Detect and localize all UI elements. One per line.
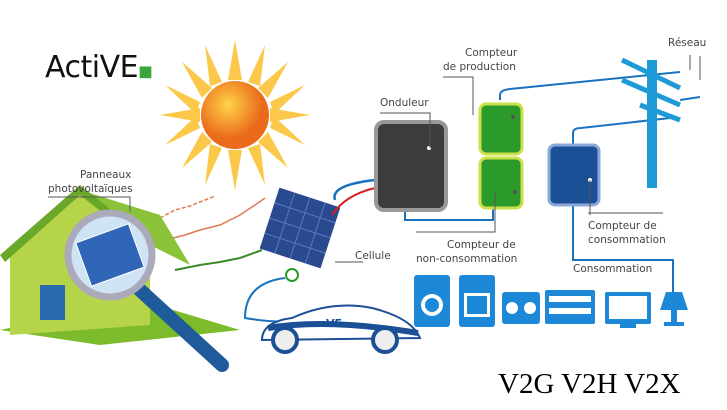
- footer-title: V2G V2H V2X: [498, 368, 681, 400]
- production-meter-icon: [478, 102, 524, 156]
- car-badge: VE: [326, 317, 343, 330]
- inverter-icon: [374, 120, 448, 212]
- logo: ActiVE◼: [45, 50, 153, 85]
- sun-icon: [160, 40, 310, 190]
- consumption-meter-icon: [547, 143, 601, 207]
- lamp-icon: [660, 292, 688, 326]
- label-consommation: Consommation: [573, 263, 653, 275]
- appliances-icons: [414, 275, 688, 328]
- tv-icon: [605, 292, 651, 328]
- power-pole-icon: [620, 57, 682, 188]
- label-consumption-meter-1: Compteur de: [588, 220, 657, 232]
- solar-cell-icon: [259, 187, 341, 269]
- non-consumption-meter-icon: [478, 156, 524, 210]
- label-production-meter-1: Compteur: [465, 47, 518, 59]
- label-non-consumption-2: non-consommation: [416, 253, 518, 265]
- label-onduleur: Onduleur: [380, 97, 429, 109]
- magnifier-icon: [64, 209, 229, 372]
- electric-car-icon: [243, 268, 422, 354]
- washing-machine-icon: [414, 275, 450, 327]
- plug-icon: ◼: [138, 61, 153, 82]
- label-panneaux-2: photovoltaïques: [48, 183, 133, 195]
- label-reseau: Réseau: [668, 37, 707, 49]
- label-panneaux-1: Panneaux: [80, 169, 132, 181]
- hifi-icon: [545, 290, 595, 324]
- stereo-icon: [502, 292, 540, 324]
- oven-icon: [459, 275, 495, 327]
- label-non-consumption-1: Compteur de: [447, 239, 516, 251]
- label-production-meter-2: de production: [443, 61, 516, 73]
- label-cellule: Cellule: [355, 250, 391, 262]
- label-consumption-meter-2: consommation: [588, 234, 666, 246]
